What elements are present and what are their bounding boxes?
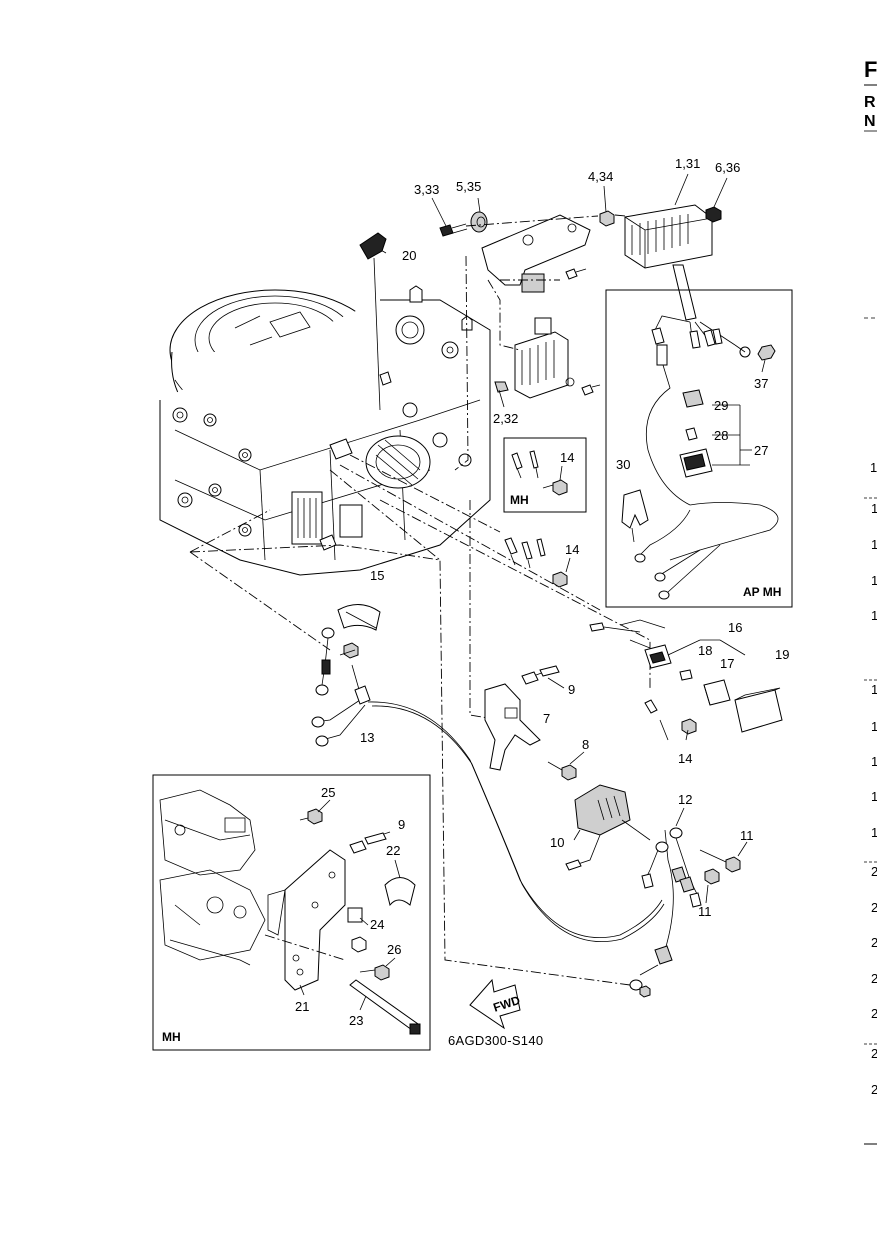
callout-37: 37 <box>754 376 768 391</box>
callout-2-32: 2,32 <box>493 411 518 426</box>
edge-mark: 2 <box>871 1006 877 1021</box>
leader-lines-upper <box>371 173 728 471</box>
callout-23: 23 <box>349 1013 363 1028</box>
ap-mh-box <box>605 289 793 608</box>
callout-7: 7 <box>543 711 550 726</box>
callout-22: 22 <box>386 843 400 858</box>
callout-5-35: 5,35 <box>456 179 481 194</box>
edge-mark: 1 <box>871 501 877 516</box>
mh-small-box <box>503 437 587 513</box>
callout-numbers: 1,31 6,36 4,34 3,33 5,35 20 2,32 37 29 2… <box>295 156 789 1028</box>
callout-24: 24 <box>370 917 384 932</box>
callout-21: 21 <box>295 999 309 1014</box>
callout-13: 13 <box>360 730 374 745</box>
callout-16: 16 <box>728 620 742 635</box>
callout-6-36: 6,36 <box>715 160 740 175</box>
lower-center-parts <box>189 454 783 998</box>
edge-mark: 1 <box>871 682 877 697</box>
right-edge-column: F R N 1 1 1 1 1 1 1 1 1 1 2 2 2 2 2 2 2 <box>864 57 877 1145</box>
callout-20: 20 <box>402 248 416 263</box>
callout-14-mid: 14 <box>565 542 579 557</box>
callout-11-lower: 11 <box>698 904 712 919</box>
callout-30: 30 <box>616 457 630 472</box>
callout-17: 17 <box>720 656 734 671</box>
engine-block-drawing <box>159 285 491 576</box>
edge-mark: 1 <box>871 537 877 552</box>
edge-mark: 1 <box>871 719 877 734</box>
callout-10: 10 <box>550 835 564 850</box>
edge-letter-r: R <box>864 94 876 111</box>
callout-27: 27 <box>754 443 768 458</box>
edge-mark: 1 <box>870 460 877 475</box>
callout-4-34: 4,34 <box>588 169 613 184</box>
edge-mark: 1 <box>871 754 877 769</box>
callout-29: 29 <box>714 398 728 413</box>
edge-letter-f: F <box>864 57 877 82</box>
callout-12: 12 <box>678 792 692 807</box>
mh-large-label: MH <box>162 1030 181 1044</box>
edge-mark: 1 <box>871 573 877 588</box>
edge-mark: 1 <box>871 608 877 623</box>
edge-mark: 2 <box>871 864 877 879</box>
edge-mark: 2 <box>871 1046 877 1061</box>
callout-26: 26 <box>387 942 401 957</box>
part-20-clip <box>359 232 387 260</box>
callout-14-low: 14 <box>678 751 692 766</box>
callout-9-box: 9 <box>398 817 405 832</box>
callout-15: 15 <box>370 568 384 583</box>
callout-25: 25 <box>321 785 335 800</box>
callout-18: 18 <box>698 643 712 658</box>
mh-small-label: MH <box>510 493 529 507</box>
mh-large-box <box>152 774 431 1051</box>
edge-mark: 2 <box>871 900 877 915</box>
ap-mh-label: AP MH <box>743 585 781 599</box>
edge-mark: 1 <box>871 825 877 840</box>
edge-mark: 2 <box>871 935 877 950</box>
callout-9-main: 9 <box>568 682 575 697</box>
callout-19: 19 <box>775 647 789 662</box>
callout-28: 28 <box>714 428 728 443</box>
callout-8: 8 <box>582 737 589 752</box>
edge-letter-n: N <box>864 113 876 130</box>
edge-mark: 1 <box>871 789 877 804</box>
edge-mark: 2 <box>871 971 877 986</box>
callout-3-33: 3,33 <box>414 182 439 197</box>
edge-mark: 2 <box>871 1082 877 1097</box>
callout-11-right: 11 <box>740 828 754 843</box>
fwd-direction-arrow: FWD <box>469 978 522 1030</box>
callout-14-box: 14 <box>560 450 574 465</box>
diagram-code: 6AGD300-S140 <box>448 1033 543 1048</box>
callout-1-31: 1,31 <box>675 156 700 171</box>
rectifier-assembly-drawing <box>439 204 722 399</box>
